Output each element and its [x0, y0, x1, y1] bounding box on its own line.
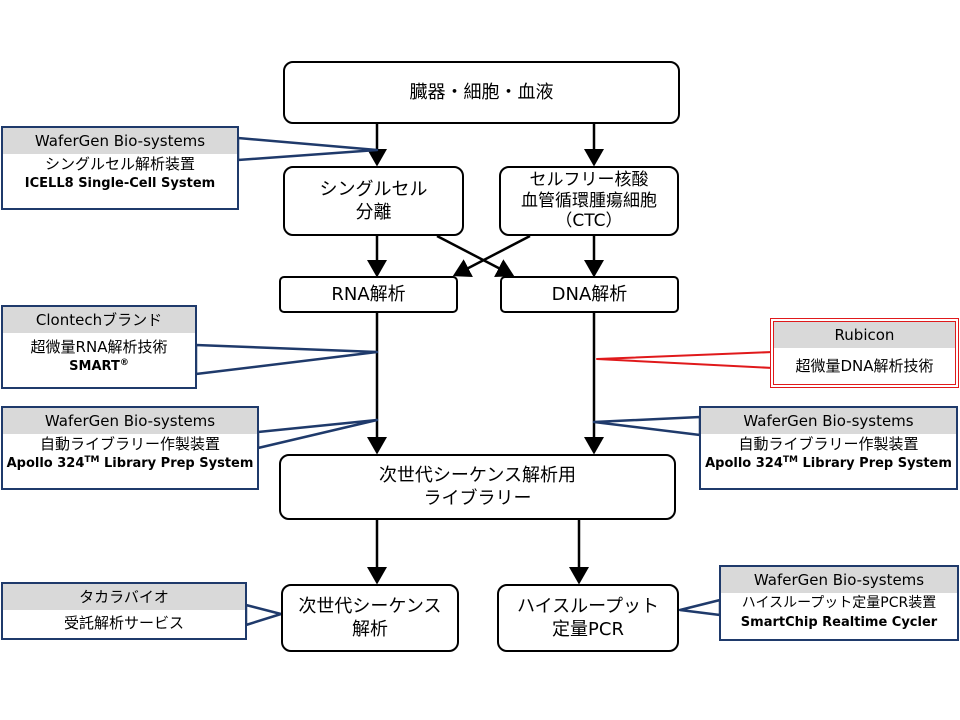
- callout-smartchip-line1: ハイスループット定量PCR装置: [741, 595, 937, 611]
- callout-apollo-left-title: WaferGen Bio-systems: [3, 408, 257, 434]
- callout-rubicon-line1: 超微量DNA解析技術: [795, 357, 934, 375]
- callout-wafergen-apollo-left: WaferGen Bio-systems 自動ライブラリー作製装置 Apollo…: [1, 406, 259, 490]
- node-cell-free-line2: 血管循環腫瘍細胞: [521, 190, 657, 211]
- callout-wafergen-icell8: WaferGen Bio-systems シングルセル解析装置 ICELL8 S…: [1, 126, 239, 210]
- callout-icell8-line1: シングルセル解析装置: [44, 155, 195, 173]
- callout-rubicon: Rubicon 超微量DNA解析技術: [770, 318, 959, 388]
- node-cell-free-line3: （CTC）: [555, 211, 623, 232]
- node-library-line2: ライブラリー: [423, 488, 532, 509]
- callout-apollo-right-line1: 自動ライブラリー作製装置: [738, 435, 919, 453]
- node-pcr-line2: 定量PCR: [552, 619, 624, 640]
- callout-wafergen-smartchip: WaferGen Bio-systems ハイスループット定量PCR装置 Sma…: [719, 565, 959, 641]
- callout-takara-bio: タカラバイオ 受託解析サービス: [1, 582, 247, 640]
- node-high-throughput-qpcr: ハイスループット 定量PCR: [497, 584, 679, 652]
- callout-apollo-right-line2b: Library Prep System: [798, 456, 952, 471]
- pointer-clontech: [194, 343, 379, 376]
- callout-takara-line1: 受託解析サービス: [63, 614, 184, 632]
- node-rna-analysis: RNA解析: [279, 276, 458, 313]
- registered-mark: ®: [119, 358, 129, 368]
- node-single-cell-line2: 分離: [355, 202, 392, 223]
- node-ngs-library: 次世代シーケンス解析用 ライブラリー: [279, 454, 676, 520]
- callout-icell8-line2: ICELL8 Single-Cell System: [24, 176, 216, 191]
- pointer-takara: [244, 603, 283, 627]
- pointer-apollo-left: [256, 418, 379, 450]
- pointer-icell8: [236, 136, 379, 162]
- node-cell-free-line1: セルフリー核酸: [529, 170, 649, 191]
- callout-clontech-line2: SMART: [69, 359, 120, 374]
- node-ngs-line1: 次世代シーケンス: [298, 595, 442, 617]
- arrow-cell-free-to-rna: [452, 234, 531, 277]
- node-single-cell-line1: シングルセル: [319, 178, 428, 200]
- callout-apollo-left-line2b: Library Prep System: [99, 456, 254, 471]
- callout-clontech-title: Clontechブランド: [3, 307, 195, 333]
- callout-takara-title: タカラバイオ: [3, 584, 245, 610]
- node-pcr-line1: ハイスループット: [516, 595, 660, 617]
- node-library-line1: 次世代シーケンス解析用: [378, 464, 577, 486]
- callout-apollo-left-line2a: Apollo 324: [6, 456, 85, 471]
- callout-smartchip-title: WaferGen Bio-systems: [721, 567, 957, 593]
- node-dna-label: DNA解析: [551, 283, 628, 305]
- node-organs-cells-blood: 臓器・細胞・血液: [283, 61, 680, 124]
- node-cell-free-ctc: セルフリー核酸 血管循環腫瘍細胞 （CTC）: [499, 166, 679, 236]
- node-rna-label: RNA解析: [331, 283, 406, 305]
- callout-rubicon-title: Rubicon: [774, 322, 955, 348]
- node-ngs-analysis: 次世代シーケンス 解析: [281, 584, 459, 652]
- callout-clontech-line1: 超微量RNA解析技術: [30, 338, 168, 356]
- callout-wafergen-apollo-right: WaferGen Bio-systems 自動ライブラリー作製装置 Apollo…: [699, 406, 958, 490]
- pointer-smartchip: [678, 598, 722, 617]
- callout-smartchip-line2: SmartChip Realtime Cycler: [740, 615, 938, 630]
- callout-apollo-right-line2a: Apollo 324: [705, 456, 783, 471]
- pointer-apollo-right: [592, 415, 702, 437]
- callout-apollo-right-title: WaferGen Bio-systems: [701, 408, 956, 434]
- trademark-mark: TM: [84, 455, 100, 465]
- callout-icell8-title: WaferGen Bio-systems: [3, 128, 237, 154]
- node-single-cell-isolation: シングルセル 分離: [283, 166, 464, 236]
- trademark-mark: TM: [782, 455, 798, 465]
- node-ngs-line2: 解析: [352, 619, 388, 640]
- callout-clontech-smart: Clontechブランド 超微量RNA解析技術 SMART®: [1, 305, 197, 389]
- node-dna-analysis: DNA解析: [500, 276, 679, 313]
- callout-apollo-left-line1: 自動ライブラリー作製装置: [39, 435, 220, 453]
- pointer-rubicon: [596, 351, 774, 369]
- arrow-single-cell-to-dna: [436, 234, 515, 277]
- node-organs-cells-blood-label: 臓器・細胞・血液: [409, 81, 554, 103]
